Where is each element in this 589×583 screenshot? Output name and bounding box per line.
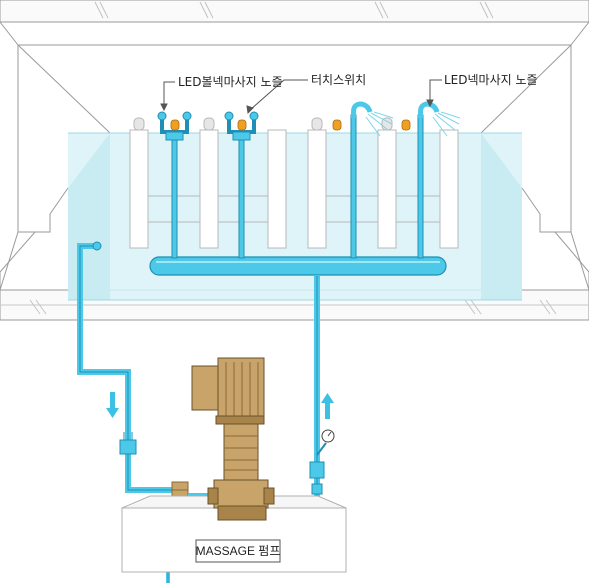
label-touch-switch: 터치스위치: [311, 73, 366, 87]
pump-label: MASSAGE 펌프: [196, 544, 281, 558]
manifold-pipe: [149, 256, 447, 276]
neck-nozzle-heads: [351, 101, 461, 137]
pressure-gauge-icon: [316, 429, 335, 456]
flow-arrow-up-icon: [321, 393, 334, 419]
label-led-bubble-massage-nozzle: LED볼넥마사지 노즐: [178, 75, 283, 89]
return-pipe: [77, 241, 172, 493]
pool-structure: [0, 0, 589, 321]
bubble-nozzle-heads: [157, 111, 259, 141]
pump-label-box: MASSAGE 펌프: [195, 539, 281, 563]
label-led-neck-massage-nozzle: LED넥마사지 노즐: [444, 73, 538, 87]
flow-arrow-down-icon: [106, 392, 119, 418]
touch-switch-icons: [170, 119, 411, 131]
leader-lines: [160, 79, 442, 115]
